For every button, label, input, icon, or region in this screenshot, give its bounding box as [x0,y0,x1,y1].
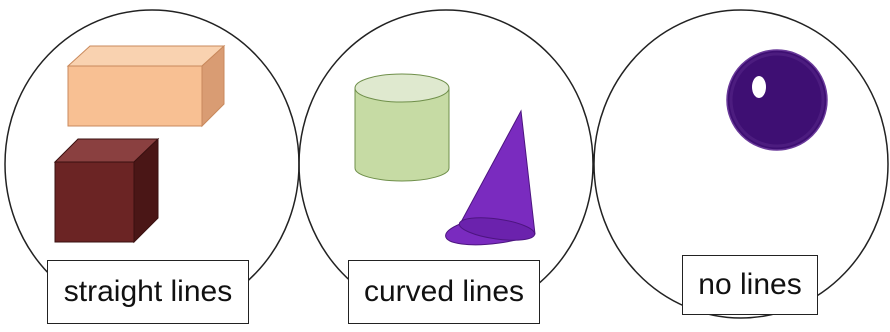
cuboid-shape [66,44,226,128]
label-no-lines: no lines [682,255,818,315]
label-curved-lines-text: curved lines [363,275,525,308]
label-no-lines-text: no lines [698,268,802,301]
sphere-shape [726,49,828,151]
label-curved-lines: curved lines [348,260,540,324]
group-circle-no-lines [593,9,889,319]
sphere-highlight [752,76,766,98]
label-straight-lines: straight lines [47,260,249,324]
cube-shape [53,137,160,244]
cylinder-shape [354,73,450,182]
label-straight-lines-text: straight lines [63,275,233,308]
cone-shape [445,109,536,246]
